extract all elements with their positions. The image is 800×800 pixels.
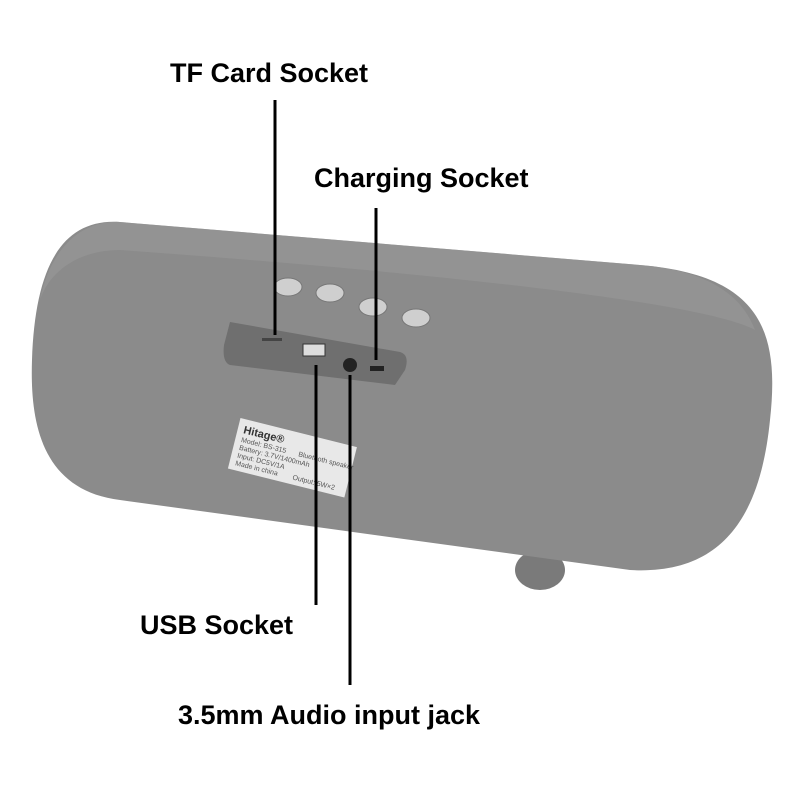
charging-socket-label: Charging Socket <box>314 163 529 193</box>
usb-port <box>302 343 326 357</box>
port-panel <box>223 322 407 385</box>
audio-jack <box>343 358 357 372</box>
tf-card-socket-label: TF Card Socket <box>170 58 369 88</box>
charging-port <box>370 366 384 371</box>
callout-lines <box>273 100 378 685</box>
speaker-body <box>31 221 773 590</box>
product-sticker: Hitage® Model: BS-315 Battery: 3.7V/1400… <box>227 418 357 498</box>
usb-socket-label: USB Socket <box>140 610 294 640</box>
tf-card-slot <box>262 338 282 341</box>
audio-jack-label: 3.5mm Audio input jack <box>178 700 481 730</box>
